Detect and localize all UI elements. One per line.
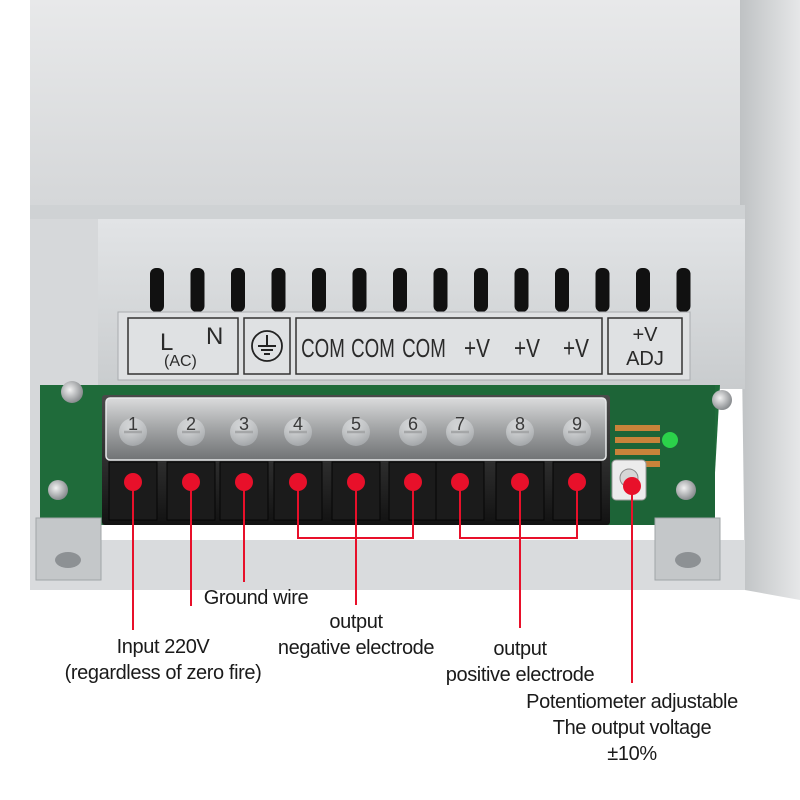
potentiometer-annotation-line1: Potentiometer adjustable (526, 691, 738, 713)
terminal-number: 8 (515, 414, 525, 434)
potentiometer-annotation: Potentiometer adjustable The output volt… (506, 689, 758, 767)
terminal-number: 6 (408, 414, 418, 434)
vent-slot (555, 268, 569, 312)
terminal-marker (182, 473, 200, 491)
output-label-3: COM (402, 333, 446, 363)
terminal-number: 2 (186, 414, 196, 434)
vent-slot (514, 268, 529, 312)
vent-slot (190, 268, 205, 312)
output-label-4: +V (464, 334, 490, 363)
positive-annotation-line2: positive electrode (445, 664, 595, 686)
vent-slots (150, 268, 691, 312)
screw-left (61, 381, 83, 403)
connection-markers (124, 473, 641, 495)
potentiometer-marker (623, 477, 641, 495)
vent-slot (433, 268, 448, 312)
screw-right (712, 390, 732, 410)
positive-annotation-line1: output (493, 638, 547, 660)
negative-annotation: output negative electrode (260, 609, 452, 661)
terminal-number: 9 (572, 414, 582, 434)
ac-line-label: L (160, 329, 173, 356)
vent-slot (271, 268, 286, 312)
input-annotation-line2: (regardless of zero fire) (64, 662, 262, 684)
terminal-number: 1 (128, 414, 138, 434)
vent-slot (150, 268, 164, 312)
terminal-number: 5 (351, 414, 361, 434)
ground-annotation-text: Ground wire (203, 587, 309, 609)
ac-sub-label: (AC) (164, 353, 197, 370)
positive-annotation: output positive electrode (432, 636, 608, 688)
callout-lines (132, 482, 633, 683)
terminal-marker (347, 473, 365, 491)
mounting-tabs (35, 517, 721, 581)
terminal-marker (568, 473, 586, 491)
vent-slot (231, 268, 245, 312)
vent-slot (352, 268, 367, 312)
terminal-label-strip: L N (AC) COM COM COM +V +V +V +V ADJ (117, 311, 691, 381)
output-label-5: +V (514, 334, 540, 363)
vent-slot (474, 268, 488, 312)
vent-slot (312, 268, 326, 312)
status-led (662, 432, 678, 448)
adj-bottom-label: ADJ (626, 348, 664, 370)
terminal-marker (235, 473, 253, 491)
vent-slot (676, 268, 691, 312)
ac-neutral-label: N (206, 323, 223, 350)
negative-annotation-line1: output (329, 611, 383, 633)
terminal-clear-cover (105, 397, 607, 461)
output-label-1: COM (301, 333, 345, 363)
output-label-2: COM (351, 333, 395, 363)
terminal-marker (511, 473, 529, 491)
earth-ground-icon (251, 330, 283, 362)
vent-slot (595, 268, 610, 312)
potentiometer-annotation-line2: The output voltage (552, 717, 712, 739)
terminal-marker (451, 473, 469, 491)
terminal-marker (289, 473, 307, 491)
vent-slot (636, 268, 650, 312)
adj-top-label: +V (632, 324, 658, 346)
vent-slot (393, 268, 407, 312)
input-annotation-line1: Input 220V (116, 636, 210, 658)
terminal-number: 7 (455, 414, 465, 434)
terminal-number: 4 (293, 414, 303, 434)
ground-annotation: Ground wire (188, 585, 324, 611)
output-label-6: +V (563, 334, 589, 363)
terminal-marker (404, 473, 422, 491)
input-annotation: Input 220V (regardless of zero fire) (52, 634, 274, 686)
terminal-marker (124, 473, 142, 491)
terminal-number: 3 (239, 414, 249, 434)
negative-annotation-line2: negative electrode (277, 637, 435, 659)
potentiometer-annotation-line3: ±10% (607, 743, 657, 765)
